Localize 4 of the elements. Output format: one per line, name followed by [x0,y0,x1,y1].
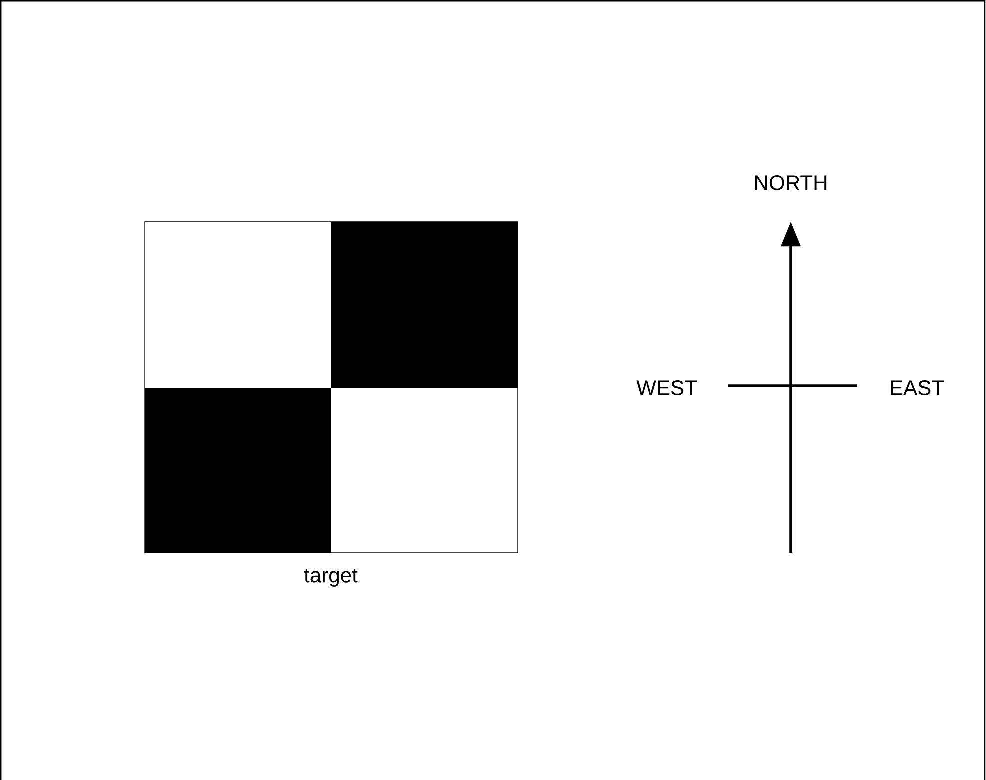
caption: target [304,568,358,587]
direction-label: NORTH [755,176,827,190]
direction-label: EAST [891,380,944,396]
direction-label: WEST [636,380,697,396]
